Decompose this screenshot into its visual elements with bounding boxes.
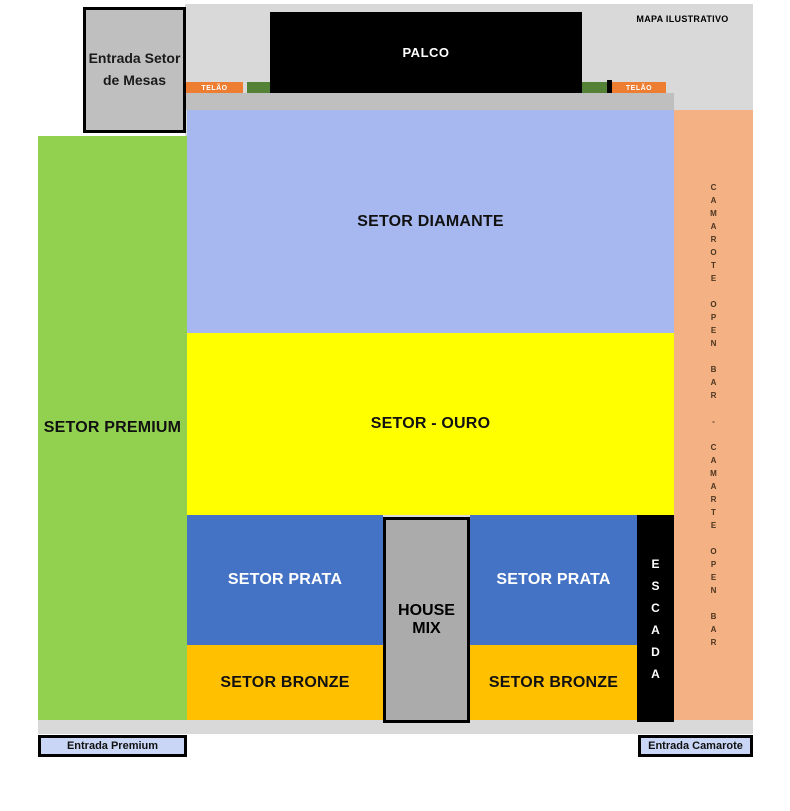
bottom-walkway-strip: [38, 720, 753, 734]
stage-palco: PALCO: [270, 12, 582, 93]
sector-premium-label: SETOR PREMIUM: [43, 419, 182, 436]
sector-premium: SETOR PREMIUM: [38, 136, 187, 720]
stage-green-bar-right: [582, 82, 607, 95]
sector-ouro: SETOR - OURO: [187, 333, 674, 515]
sector-bronze-left: SETOR BRONZE: [187, 645, 383, 720]
screen-telao-left: TELÃO: [186, 82, 243, 95]
stage-palco-label: PALCO: [402, 45, 450, 60]
entrance-camarote-label: Entrada Camarote: [648, 740, 743, 752]
entrance-mesas-box: Entrada Setor de Mesas: [83, 7, 186, 133]
screen-telao-right: TELÃO: [612, 82, 666, 95]
sector-bronze-right: SETOR BRONZE: [470, 645, 637, 720]
sector-ouro-label: SETOR - OURO: [370, 415, 491, 432]
sector-prata-right-label: SETOR PRATA: [496, 571, 611, 588]
screen-telao-left-label: TELÃO: [201, 85, 228, 92]
entrance-premium-box: Entrada Premium: [38, 735, 187, 757]
house-mix-booth: HOUSE MIX: [383, 517, 470, 723]
entrance-camarote-box: Entrada Camarote: [638, 735, 753, 757]
entrance-premium-label: Entrada Premium: [66, 740, 159, 752]
sector-diamante-label: SETOR DIAMANTE: [357, 212, 504, 230]
house-mix-label: HOUSE MIX: [398, 602, 455, 637]
stage-apron: [186, 93, 674, 110]
map-title: MAPA ILUSTRATIVO: [636, 14, 729, 24]
sector-bronze-left-label: SETOR BRONZE: [220, 673, 350, 691]
sector-prata-left-label: SETOR PRATA: [227, 571, 343, 588]
sector-diamante: SETOR DIAMANTE: [187, 110, 674, 333]
entrance-mesas-label: Entrada Setor de Mesas: [88, 50, 181, 88]
stage-divider-bar: [607, 80, 612, 96]
screen-telao-right-label: TELÃO: [625, 85, 653, 92]
stage-green-bar-left: [247, 82, 270, 95]
sector-prata-right: SETOR PRATA: [470, 515, 637, 645]
sector-bronze-right-label: SETOR BRONZE: [488, 673, 619, 691]
sector-prata-left: SETOR PRATA: [187, 515, 383, 645]
